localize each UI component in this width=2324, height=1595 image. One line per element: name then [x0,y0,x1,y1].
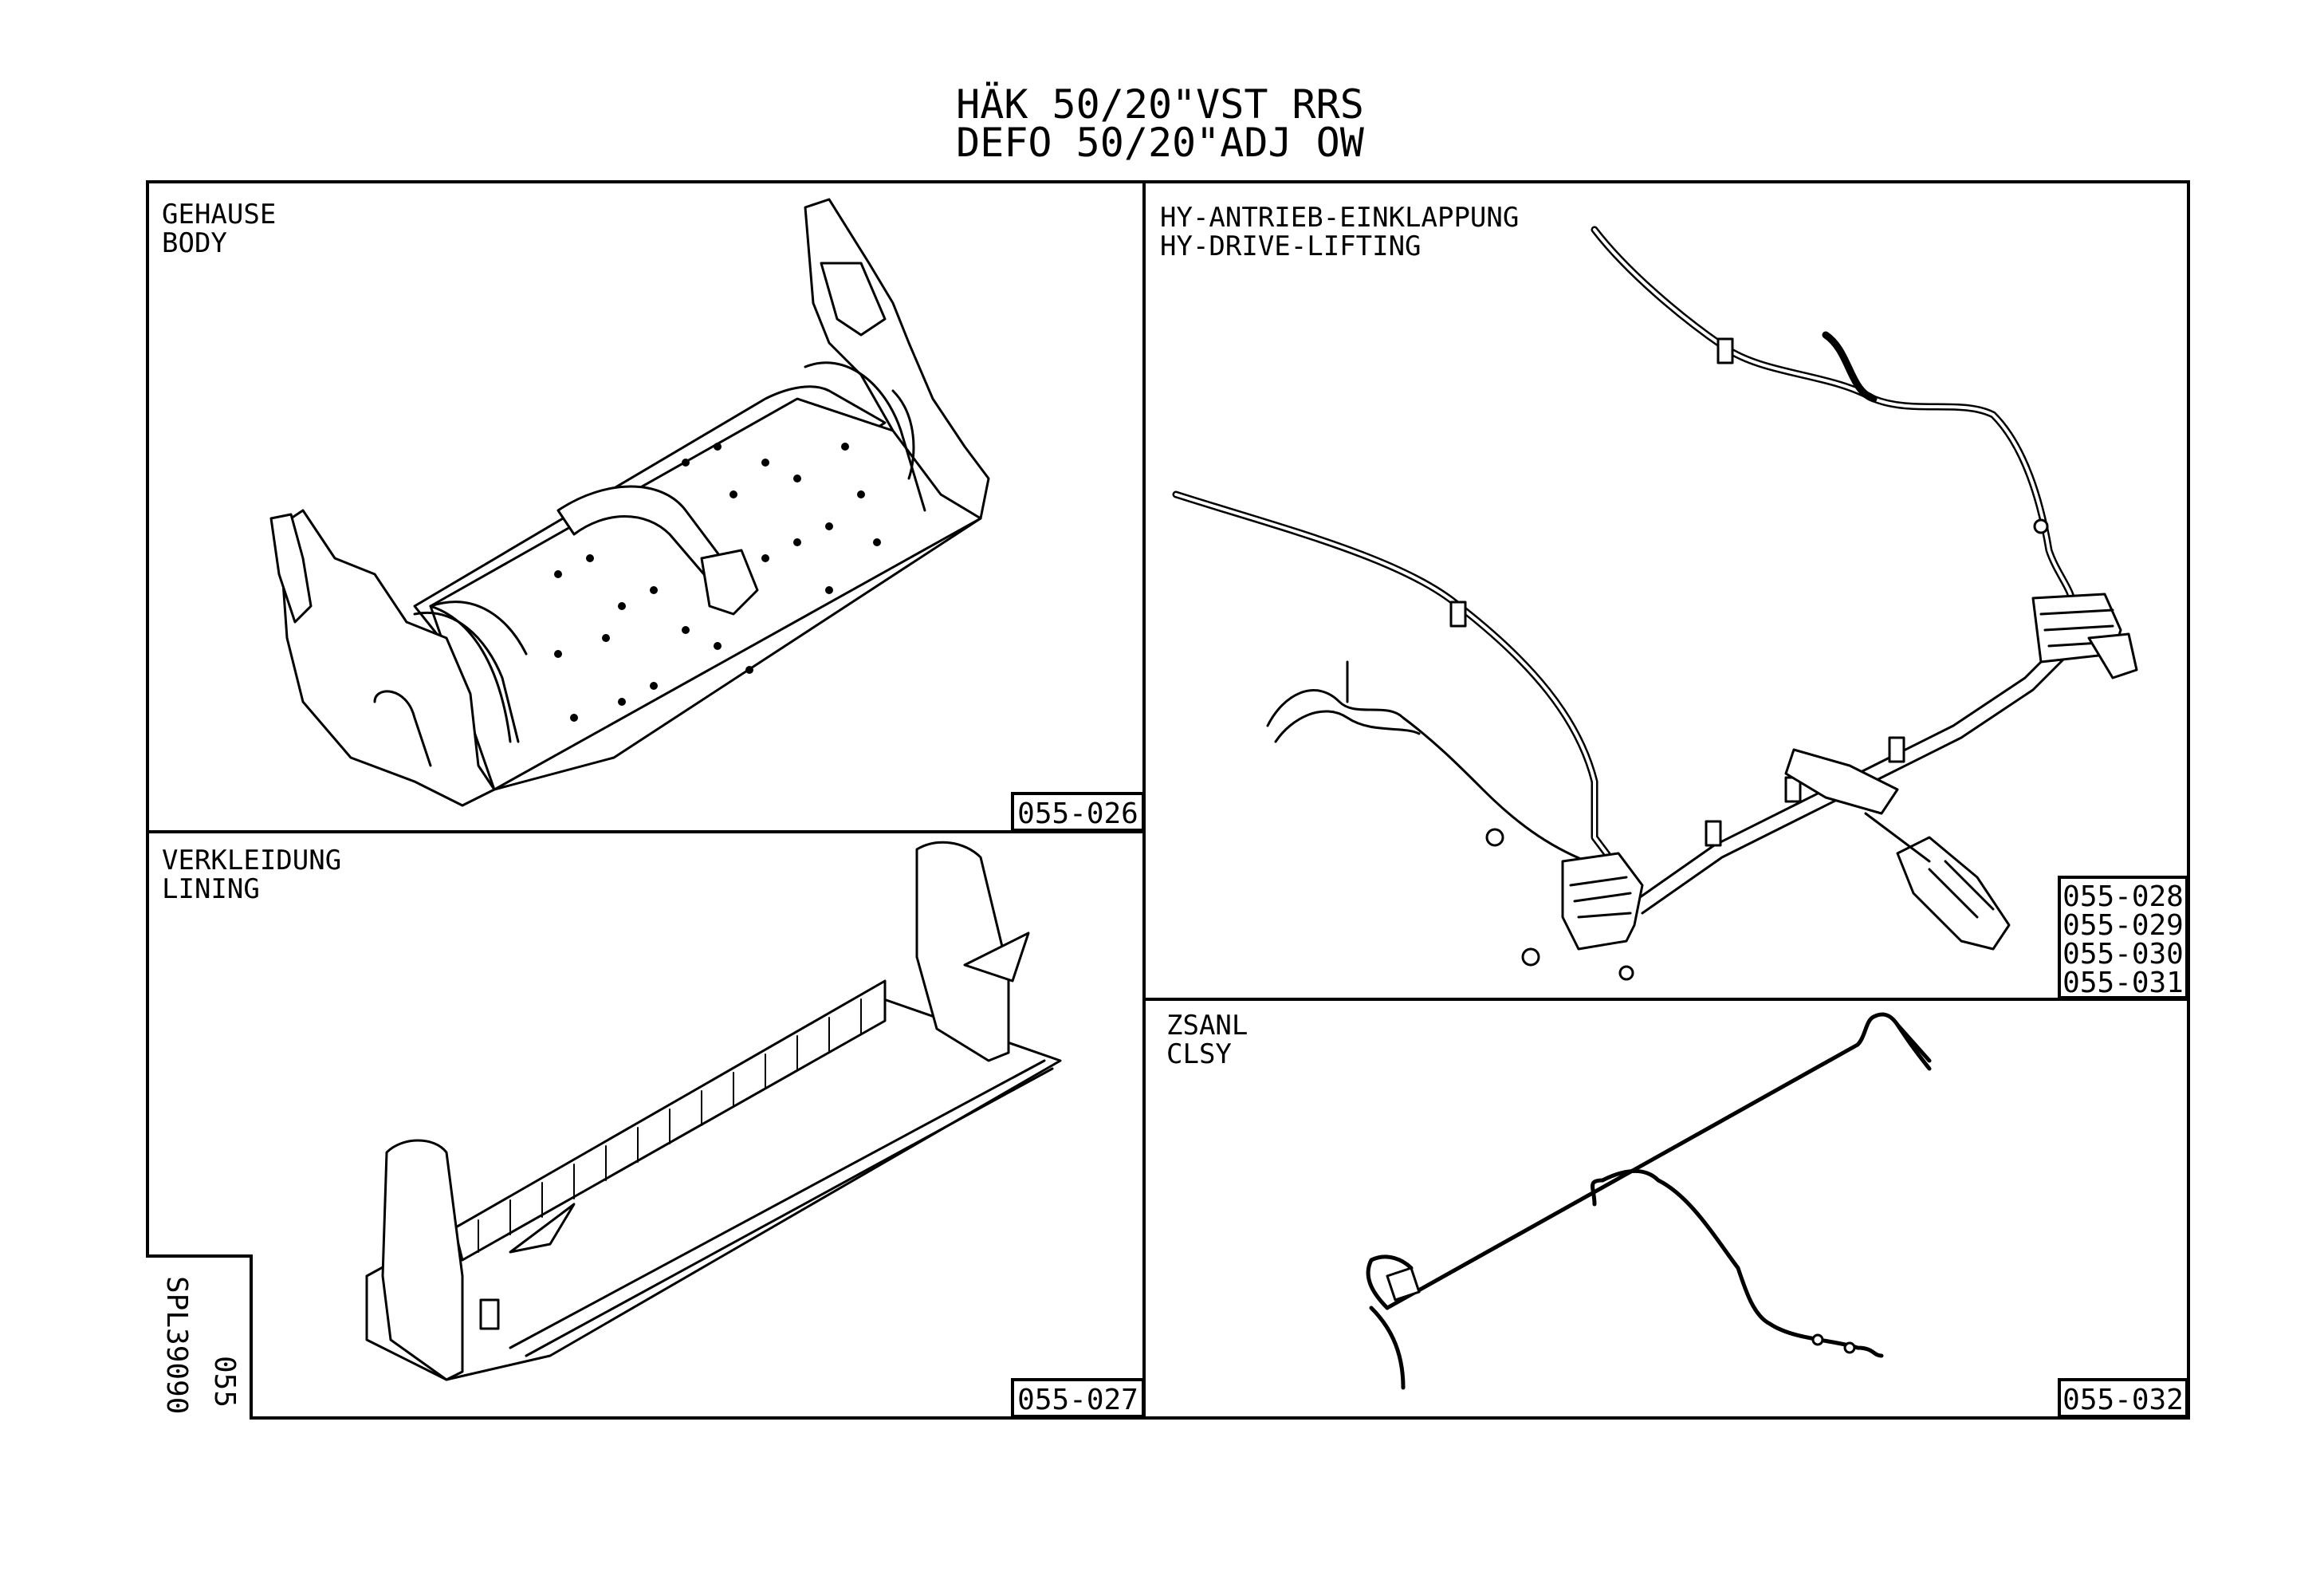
ref-055-031[interactable]: 055-031 [2063,967,2184,999]
panel-hydraulic-label-de: HY-ANTRIEB-EINKLAPPUNG [1160,202,1519,234]
ref-055-027[interactable]: 055-027 [1017,1384,1138,1416]
lining-illustration [365,841,1062,1381]
ref-box-body [1011,792,1145,832]
panel-lining-label-en: LINING [162,873,260,905]
panel-hydraulic[interactable]: HY-ANTRIEB-EINKLAPPUNG HY-DRIVE-LIFTING [1160,202,2188,999]
hydraulic-lines-illustration [1172,226,2138,981]
ref-box-lining [1011,1378,1145,1418]
title-line-2: DEFO 50/20"ADJ OW [956,120,1365,166]
ref-055-032[interactable]: 055-032 [2063,1384,2184,1416]
drawing-number: SPL39090 [160,1276,193,1414]
ref-055-029[interactable]: 055-029 [2063,909,2184,942]
outer-frame [146,180,2190,1420]
panel-clsy[interactable]: ZSANL CLSY 055-032 [1166,1010,2188,1418]
panel-body-label-en: BODY [162,227,227,259]
panel-clsy-label-en: CLSY [1166,1038,1232,1070]
ref-055-026[interactable]: 055-026 [1017,798,1138,830]
panel-body-label-de: GEHAUSE [162,199,276,230]
panel-lining-label-de: VERKLEIDUNG [162,845,341,876]
group-number: 055 [208,1356,241,1408]
ref-box-hydraulic [2058,876,2188,999]
ref-box-clsy [2058,1378,2188,1418]
panel-body[interactable]: GEHAUSE BODY [162,198,1145,832]
ref-055-030[interactable]: 055-030 [2063,938,2184,971]
panel-lining[interactable]: VERKLEIDUNG LINING [162,841,1145,1418]
clsy-harness-illustration [1366,1012,1932,1390]
title-line-1: HÄK 50/20"VST RRS [956,81,1364,128]
body-housing-illustration [269,198,990,807]
drawing-number-block: SPL39090 055 [160,1276,241,1414]
panel-hydraulic-label-en: HY-DRIVE-LIFTING [1160,230,1422,262]
panel-clsy-label-de: ZSANL [1166,1010,1248,1042]
ref-055-028[interactable]: 055-028 [2063,880,2184,913]
